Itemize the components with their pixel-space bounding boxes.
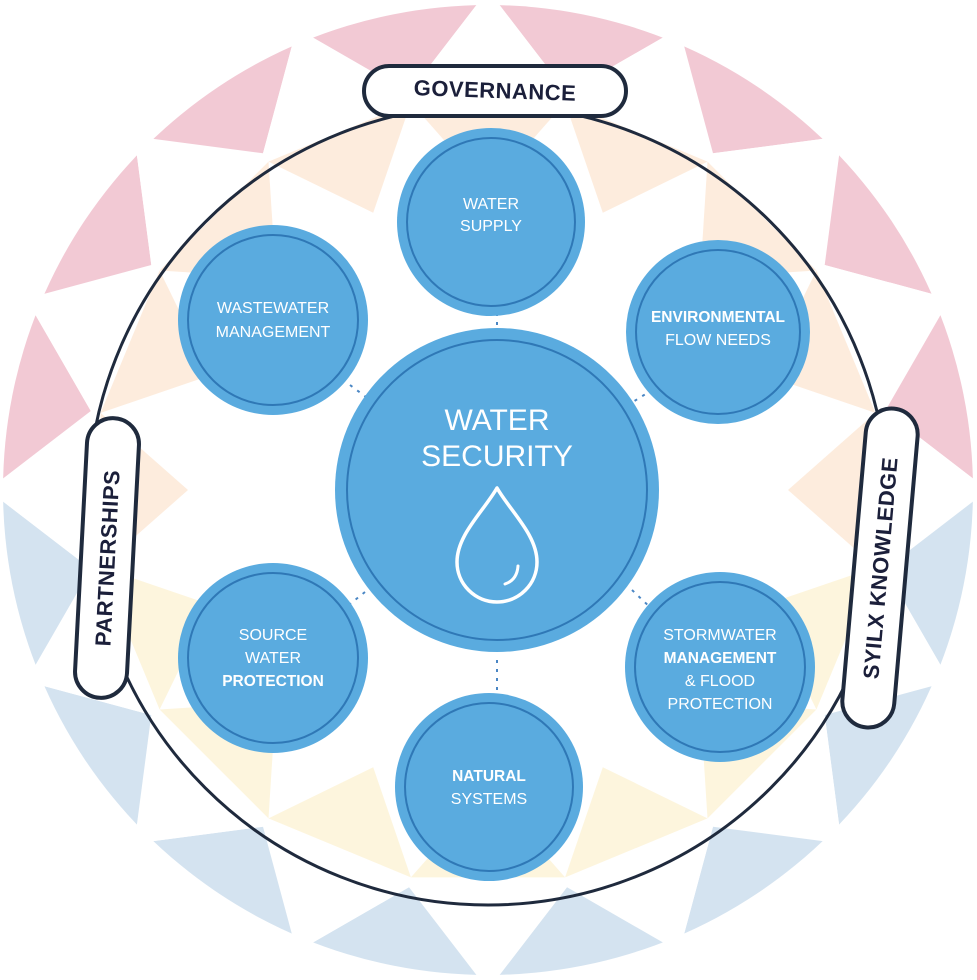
source-water-protection-node: SOURCE WATER PROTECTION — [178, 563, 368, 753]
bg-tile-outer-gap — [263, 28, 409, 154]
governance-tag: GOVERNANCE — [362, 64, 628, 118]
wastewater-management-node: WASTEWATER MANAGEMENT — [178, 225, 368, 415]
bg-tile-outer — [885, 490, 973, 682]
bg-tile-inner — [765, 567, 876, 710]
syilx-knowledge-tag: SYILX KNOWLEDGE — [840, 406, 920, 730]
bg-tile-inner — [788, 412, 876, 568]
center-label-line2: SECURITY — [421, 440, 573, 473]
bg-tile-outer-gap — [409, 887, 567, 975]
bg-tile-outer — [3, 490, 91, 682]
wastewater-line1: WASTEWATER — [217, 300, 329, 317]
bg-tile-outer — [488, 5, 680, 93]
stormwater-line4: PROTECTION — [668, 696, 773, 713]
bg-tile-inner — [268, 102, 411, 213]
water-drop-icon — [455, 486, 539, 604]
bg-tile-outer-gap — [567, 28, 713, 154]
water-drop-highlight — [503, 564, 520, 586]
stormwater-line3: & FLOOD — [685, 673, 755, 690]
bg-tile-outer-gap — [26, 265, 152, 411]
center-label-line1: WATER — [445, 404, 550, 437]
wastewater-line2: MANAGEMENT — [216, 324, 331, 341]
bg-tile-outer-gap — [134, 136, 263, 265]
natural-systems-line1: NATURAL — [452, 768, 526, 785]
governance-label: GOVERNANCE — [413, 75, 576, 106]
source-water-line3: PROTECTION — [222, 673, 324, 690]
bg-tile-outer — [296, 887, 488, 975]
stormwater-line1: STORMWATER — [663, 627, 776, 644]
bg-tile-outer-gap — [3, 411, 91, 569]
water-security-node: WATER SECURITY — [335, 328, 659, 652]
water-supply-line1: WATER — [463, 196, 519, 213]
bg-tile-outer — [488, 887, 680, 975]
environmental-line1: ENVIRONMENTAL — [651, 309, 785, 326]
natural-systems-node: NATURAL SYSTEMS — [395, 693, 583, 881]
bg-tile-inner — [100, 270, 211, 413]
partnerships-tag: PARTNERSHIPS — [73, 416, 141, 700]
stormwater-line2: MANAGEMENT — [664, 650, 777, 667]
bg-tile-outer — [296, 5, 488, 93]
water-supply-node: WATER SUPPLY — [397, 128, 585, 316]
bg-tile-inner — [565, 102, 708, 213]
bg-tile-inner — [565, 767, 708, 878]
bg-tile-outer — [885, 298, 973, 490]
bg-tile-outer-gap — [824, 265, 950, 411]
stormwater-management-node: STORMWATER MANAGEMENT & FLOOD PROTECTION — [625, 572, 815, 762]
environmental-flow-needs-node: ENVIRONMENTAL FLOW NEEDS — [626, 240, 810, 424]
bg-tile-outer — [3, 298, 91, 490]
bg-tile-inner — [268, 767, 411, 878]
natural-systems-line2: SYSTEMS — [451, 791, 527, 808]
bg-tile-outer-gap — [713, 136, 842, 265]
source-water-line1: SOURCE — [239, 627, 307, 644]
source-water-line2: WATER — [245, 650, 301, 667]
environmental-line2: FLOW NEEDS — [665, 332, 771, 349]
water-supply-line2: SUPPLY — [460, 218, 522, 235]
